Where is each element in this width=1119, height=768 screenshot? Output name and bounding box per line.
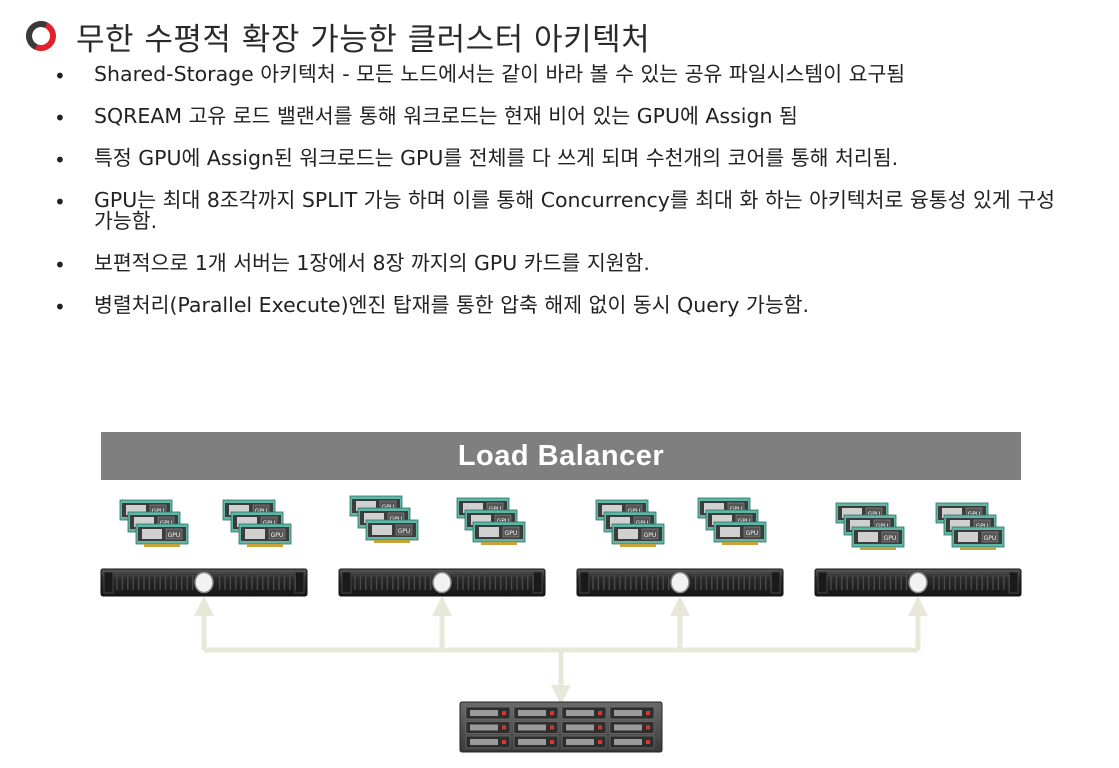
storage-drive-bay xyxy=(609,735,655,749)
gpu-chip-label: GPU xyxy=(984,535,997,542)
server-power-button-icon xyxy=(194,571,214,594)
server-layer xyxy=(100,568,1022,597)
gpu-chip-label: GPU xyxy=(168,532,181,539)
bullet-dot-icon: • xyxy=(54,295,66,319)
gpu-chip-label: GPU xyxy=(255,508,268,515)
bullet-text: 보편적으로 1개 서버는 1장에서 8장 까지의 GPU 카드를 지원함. xyxy=(94,251,650,275)
bullet-item: • 특정 GPU에 Assign된 워크로드는 GPU를 전체를 다 쓰게 되며 … xyxy=(50,146,1070,172)
gpu-card: GPU xyxy=(238,523,292,547)
server-unit xyxy=(100,568,308,597)
gpu-chip-label: GPU xyxy=(746,530,759,537)
storage-drive-bay xyxy=(465,735,511,749)
gpu-card: GPU xyxy=(611,523,665,547)
storage-drive-bay xyxy=(561,706,607,720)
bullet-text: 특정 GPU에 Assign된 워크로드는 GPU를 전체를 다 쓰게 되며 수… xyxy=(94,146,899,170)
gpu-chip-label: GPU xyxy=(628,508,641,515)
gpu-card: GPU xyxy=(472,521,526,545)
storage-drive-bay xyxy=(465,706,511,720)
bullet-text: GPU는 최대 8조각까지 SPLIT 가능 하며 이를 통해 Concurre… xyxy=(94,188,1055,233)
bullet-dot-icon: • xyxy=(54,64,66,88)
slide-title: 무한 수평적 확장 가능한 클러스터 아키텍처 xyxy=(76,21,651,58)
storage-drive-bay xyxy=(609,706,655,720)
gpu-chip-label: GPU xyxy=(868,511,881,518)
gpu-chip-label: GPU xyxy=(976,523,989,530)
server-unit xyxy=(338,568,546,597)
gpu-chip-label: GPU xyxy=(382,504,395,511)
server-power-button-icon xyxy=(432,571,452,594)
gpu-chip-label: GPU xyxy=(505,530,518,537)
bullet-text: SQREAM 고유 로드 밸랜서를 통해 워크로드는 현재 비어 있는 GPU에… xyxy=(94,104,798,128)
bullet-item: • SQREAM 고유 로드 밸랜서를 통해 워크로드는 현재 비어 있는 GPU… xyxy=(50,104,1070,130)
gpu-chip-label: GPU xyxy=(636,520,649,527)
gpu-chip-label: GPU xyxy=(152,508,165,515)
storage-drive-bay xyxy=(513,721,559,734)
gpu-card-group: GPU GPU GPU xyxy=(119,499,189,547)
slide-title-row: 무한 수평적 확장 가능한 클러스터 아키텍처 xyxy=(26,14,650,58)
load-balancer-label: Load Balancer xyxy=(457,439,665,472)
gpu-card-group: GPU GPU GPU xyxy=(456,497,526,545)
gpu-chip-label: GPU xyxy=(398,528,411,535)
storage-drive-bay xyxy=(513,735,559,749)
gpu-chip-label: GPU xyxy=(390,516,403,523)
gpu-chip-label: GPU xyxy=(497,518,510,525)
gpu-card-group: GPU GPU GPU xyxy=(935,502,1005,550)
gpu-card-group: GPU GPU GPU xyxy=(349,495,419,543)
connector-lines xyxy=(194,596,928,705)
bullet-list: • Shared-Storage 아키텍처 - 모든 노드에서는 같이 바라 볼 … xyxy=(50,64,1070,337)
storage-drive-bay xyxy=(465,721,511,734)
gpu-chip-label: GPU xyxy=(160,520,173,527)
gpu-card-group: GPU GPU GPU xyxy=(595,499,665,547)
gpu-chip-label: GPU xyxy=(968,511,981,518)
storage-drive-bay xyxy=(561,721,607,734)
bullet-dot-icon: • xyxy=(54,190,66,214)
gpu-card-group: GPU GPU GPU xyxy=(835,502,905,550)
bullet-item: • Shared-Storage 아키텍처 - 모든 노드에서는 같이 바라 볼 … xyxy=(50,62,1070,88)
gpu-card: GPU xyxy=(365,519,419,543)
gpu-card: GPU xyxy=(713,521,767,545)
gpu-chip-label: GPU xyxy=(489,506,502,513)
gpu-card-group: GPU GPU GPU xyxy=(697,497,767,545)
gpu-card: GPU xyxy=(951,526,1005,550)
gpu-card-group: GPU GPU GPU xyxy=(222,499,292,547)
load-balancer-bar: Load Balancer xyxy=(101,432,1021,480)
server-power-button-icon xyxy=(670,571,690,594)
bullet-item: • GPU는 최대 8조각까지 SPLIT 가능 하며 이를 통해 Concurr… xyxy=(50,190,1070,232)
server-unit xyxy=(576,568,784,597)
storage-drive-bay xyxy=(609,721,655,734)
bullet-text: Shared-Storage 아키텍처 - 모든 노드에서는 같이 바라 볼 수… xyxy=(94,62,906,86)
bullet-dot-icon: • xyxy=(54,106,66,130)
server-power-button-icon xyxy=(908,571,928,594)
shared-storage-array xyxy=(459,701,663,753)
storage-drive-bay xyxy=(561,735,607,749)
gpu-chip-label: GPU xyxy=(738,518,751,525)
gpu-chip-label: GPU xyxy=(263,520,276,527)
gpu-chip-label: GPU xyxy=(884,535,897,542)
gpu-chip-label: GPU xyxy=(876,523,889,530)
gpu-card-layer: GPUGPUGPUGPUGPUGPUGPUGPUGPUGPUGPUGPUGPUG… xyxy=(119,495,1005,550)
gpu-chip-label: GPU xyxy=(644,532,657,539)
gpu-card: GPU xyxy=(851,526,905,550)
ring-bullet-icon xyxy=(26,21,56,51)
gpu-chip-label: GPU xyxy=(271,532,284,539)
bullet-text: 병렬처리(Parallel Execute)엔진 탑재를 통한 압축 해제 없이… xyxy=(94,293,810,317)
gpu-chip-label: GPU xyxy=(730,506,743,513)
server-unit xyxy=(814,568,1022,597)
bullet-dot-icon: • xyxy=(54,253,66,277)
bullet-dot-icon: • xyxy=(54,148,66,172)
storage-drive-bay xyxy=(513,706,559,720)
bullet-item: • 보편적으로 1개 서버는 1장에서 8장 까지의 GPU 카드를 지원함. xyxy=(50,251,1070,277)
bullet-item: • 병렬처리(Parallel Execute)엔진 탑재를 통한 압축 해제 없… xyxy=(50,293,1070,319)
gpu-card: GPU xyxy=(135,523,189,547)
